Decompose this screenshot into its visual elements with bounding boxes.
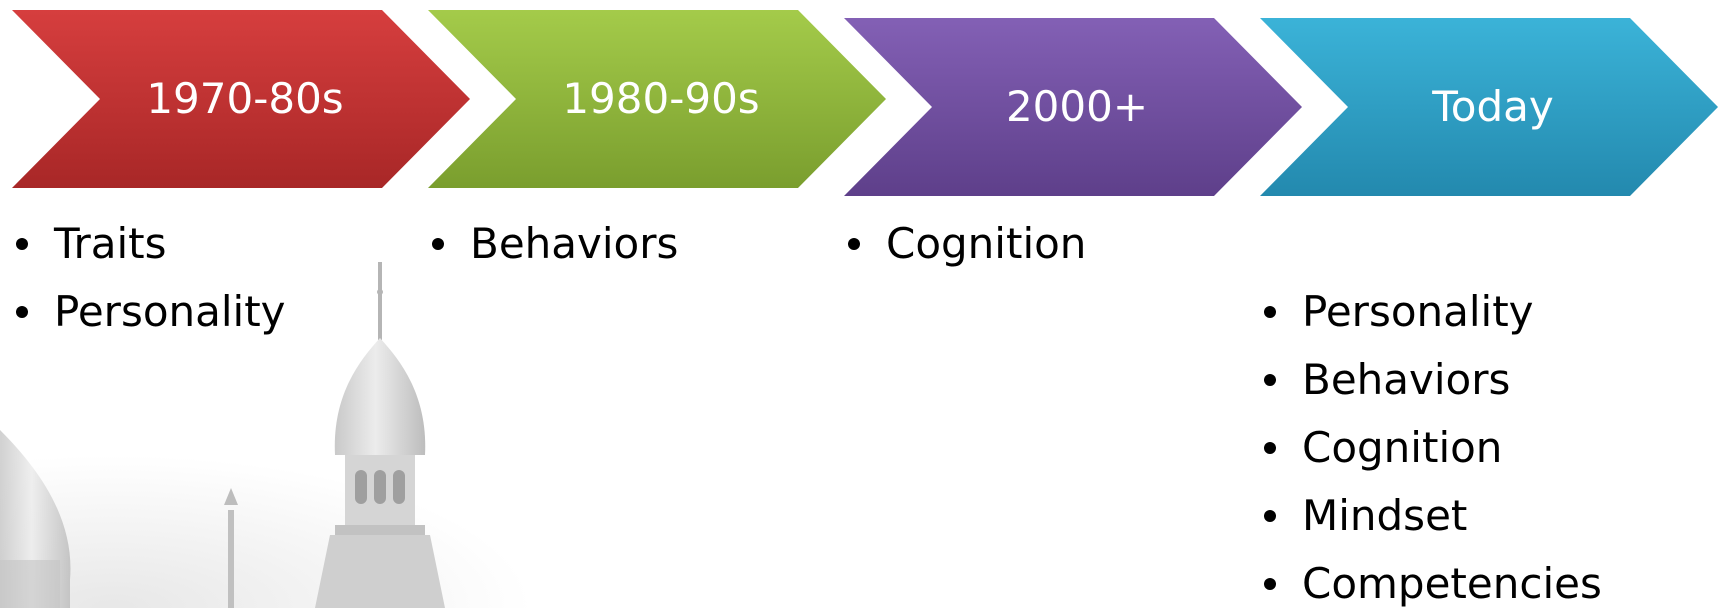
bullet-icon: [432, 238, 444, 250]
list-item-text: Competencies: [1302, 559, 1602, 608]
list-item-text: Cognition: [1302, 423, 1503, 472]
list-item: Cognition: [842, 210, 1086, 278]
chevron-1970-80s: [12, 10, 470, 188]
bullet-icon: [1264, 306, 1276, 318]
stage-label-1980-90s: 1980-90s: [562, 74, 760, 123]
list-item: Personality: [1258, 278, 1602, 346]
list-item: Behaviors: [426, 210, 678, 278]
list-item: Behaviors: [1258, 346, 1602, 414]
bullet-icon: [1264, 374, 1276, 386]
bullet-list-1970-80s: Traits Personality: [10, 210, 286, 346]
list-item-text: Mindset: [1302, 491, 1468, 540]
list-item-text: Traits: [54, 219, 167, 268]
stage-label-2000-plus: 2000+: [1005, 82, 1149, 131]
list-item: Personality: [10, 278, 286, 346]
bullet-list-2000-plus: Cognition: [842, 210, 1086, 278]
stage-label-1970-80s: 1970-80s: [146, 74, 344, 123]
bullet-list-1980-90s: Behaviors: [426, 210, 678, 278]
bullet-icon: [16, 306, 28, 318]
chevron-today: [1260, 18, 1718, 196]
list-item-text: Personality: [1302, 287, 1534, 336]
bullet-icon: [848, 238, 860, 250]
bullet-icon: [1264, 442, 1276, 454]
bullet-icon: [16, 238, 28, 250]
list-item: Competencies: [1258, 550, 1602, 608]
bullet-icon: [1264, 510, 1276, 522]
list-item-text: Behaviors: [470, 219, 679, 268]
bullet-icon: [1264, 578, 1276, 590]
chevron-2000-plus: [844, 18, 1302, 196]
chevron-1980-90s: [428, 10, 886, 188]
list-item-text: Behaviors: [1302, 355, 1511, 404]
stage-label-today: Today: [1432, 82, 1554, 131]
list-item-text: Cognition: [886, 219, 1087, 268]
list-item: Mindset: [1258, 482, 1602, 550]
list-item: Traits: [10, 210, 286, 278]
list-item-text: Personality: [54, 287, 286, 336]
list-item: Cognition: [1258, 414, 1602, 482]
bullet-list-today: Personality Behaviors Cognition Mindset …: [1258, 278, 1602, 608]
